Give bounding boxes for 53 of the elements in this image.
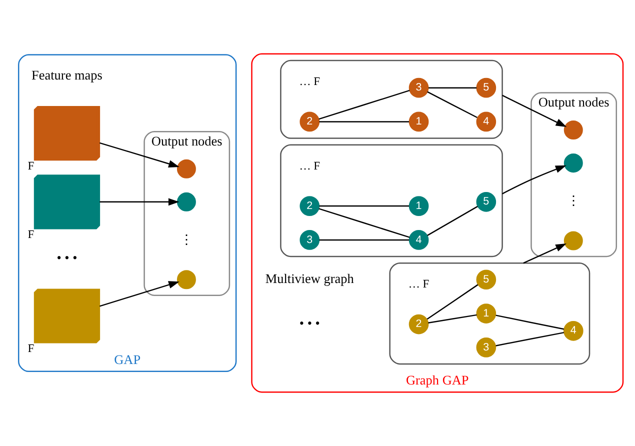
node-circle: 3 (300, 230, 320, 250)
node-circle: 4 (408, 230, 429, 250)
cluster (280, 144, 503, 258)
label: • • • (56, 250, 78, 266)
node-circle (564, 154, 583, 173)
node-circle: 3 (476, 338, 496, 358)
arrow (100, 198, 180, 206)
connector (318, 90, 410, 120)
node-circle: 2 (408, 314, 429, 334)
node-circle: 4 (563, 320, 584, 341)
node-circle (564, 120, 583, 140)
node-label: … F (408, 278, 430, 291)
node-circle: 5 (476, 192, 496, 212)
arrow (502, 94, 567, 128)
node-label: … F (299, 159, 320, 172)
cluster (389, 262, 590, 365)
connector (319, 239, 410, 241)
node-circle (176, 159, 196, 178)
node-circle: 1 (408, 112, 429, 132)
label: Multiview graph (265, 270, 354, 286)
label: • • • (299, 315, 320, 330)
label: ⋮ (566, 193, 580, 208)
node-circle (564, 231, 583, 250)
connector (428, 314, 477, 324)
connector (319, 205, 410, 207)
connector (319, 121, 410, 122)
node-label: F (28, 159, 34, 172)
connector (428, 87, 477, 88)
node-label: … F (299, 75, 320, 88)
node-circle: 5 (476, 78, 496, 98)
connector (427, 206, 478, 236)
arrow (100, 281, 180, 307)
node-circle: 4 (476, 112, 496, 132)
node-circle: 1 (408, 196, 429, 216)
node-circle (176, 192, 196, 212)
connector (318, 208, 410, 238)
node-label: F (28, 342, 34, 356)
connector (426, 284, 478, 320)
arrow (100, 142, 180, 168)
node-circle: 3 (408, 78, 429, 98)
node-circle: 1 (476, 304, 496, 324)
connector (496, 332, 564, 346)
label: Feature maps (32, 67, 102, 82)
node-label: F (28, 228, 34, 242)
connector (427, 91, 478, 118)
node-circle: 2 (300, 112, 320, 132)
node-circle: 2 (300, 196, 320, 216)
connector (496, 314, 564, 330)
node-circle: 5 (476, 270, 496, 290)
label: ⋮ (180, 232, 193, 247)
cluster (280, 60, 503, 139)
node-circle (176, 270, 196, 290)
arrow (502, 165, 566, 194)
